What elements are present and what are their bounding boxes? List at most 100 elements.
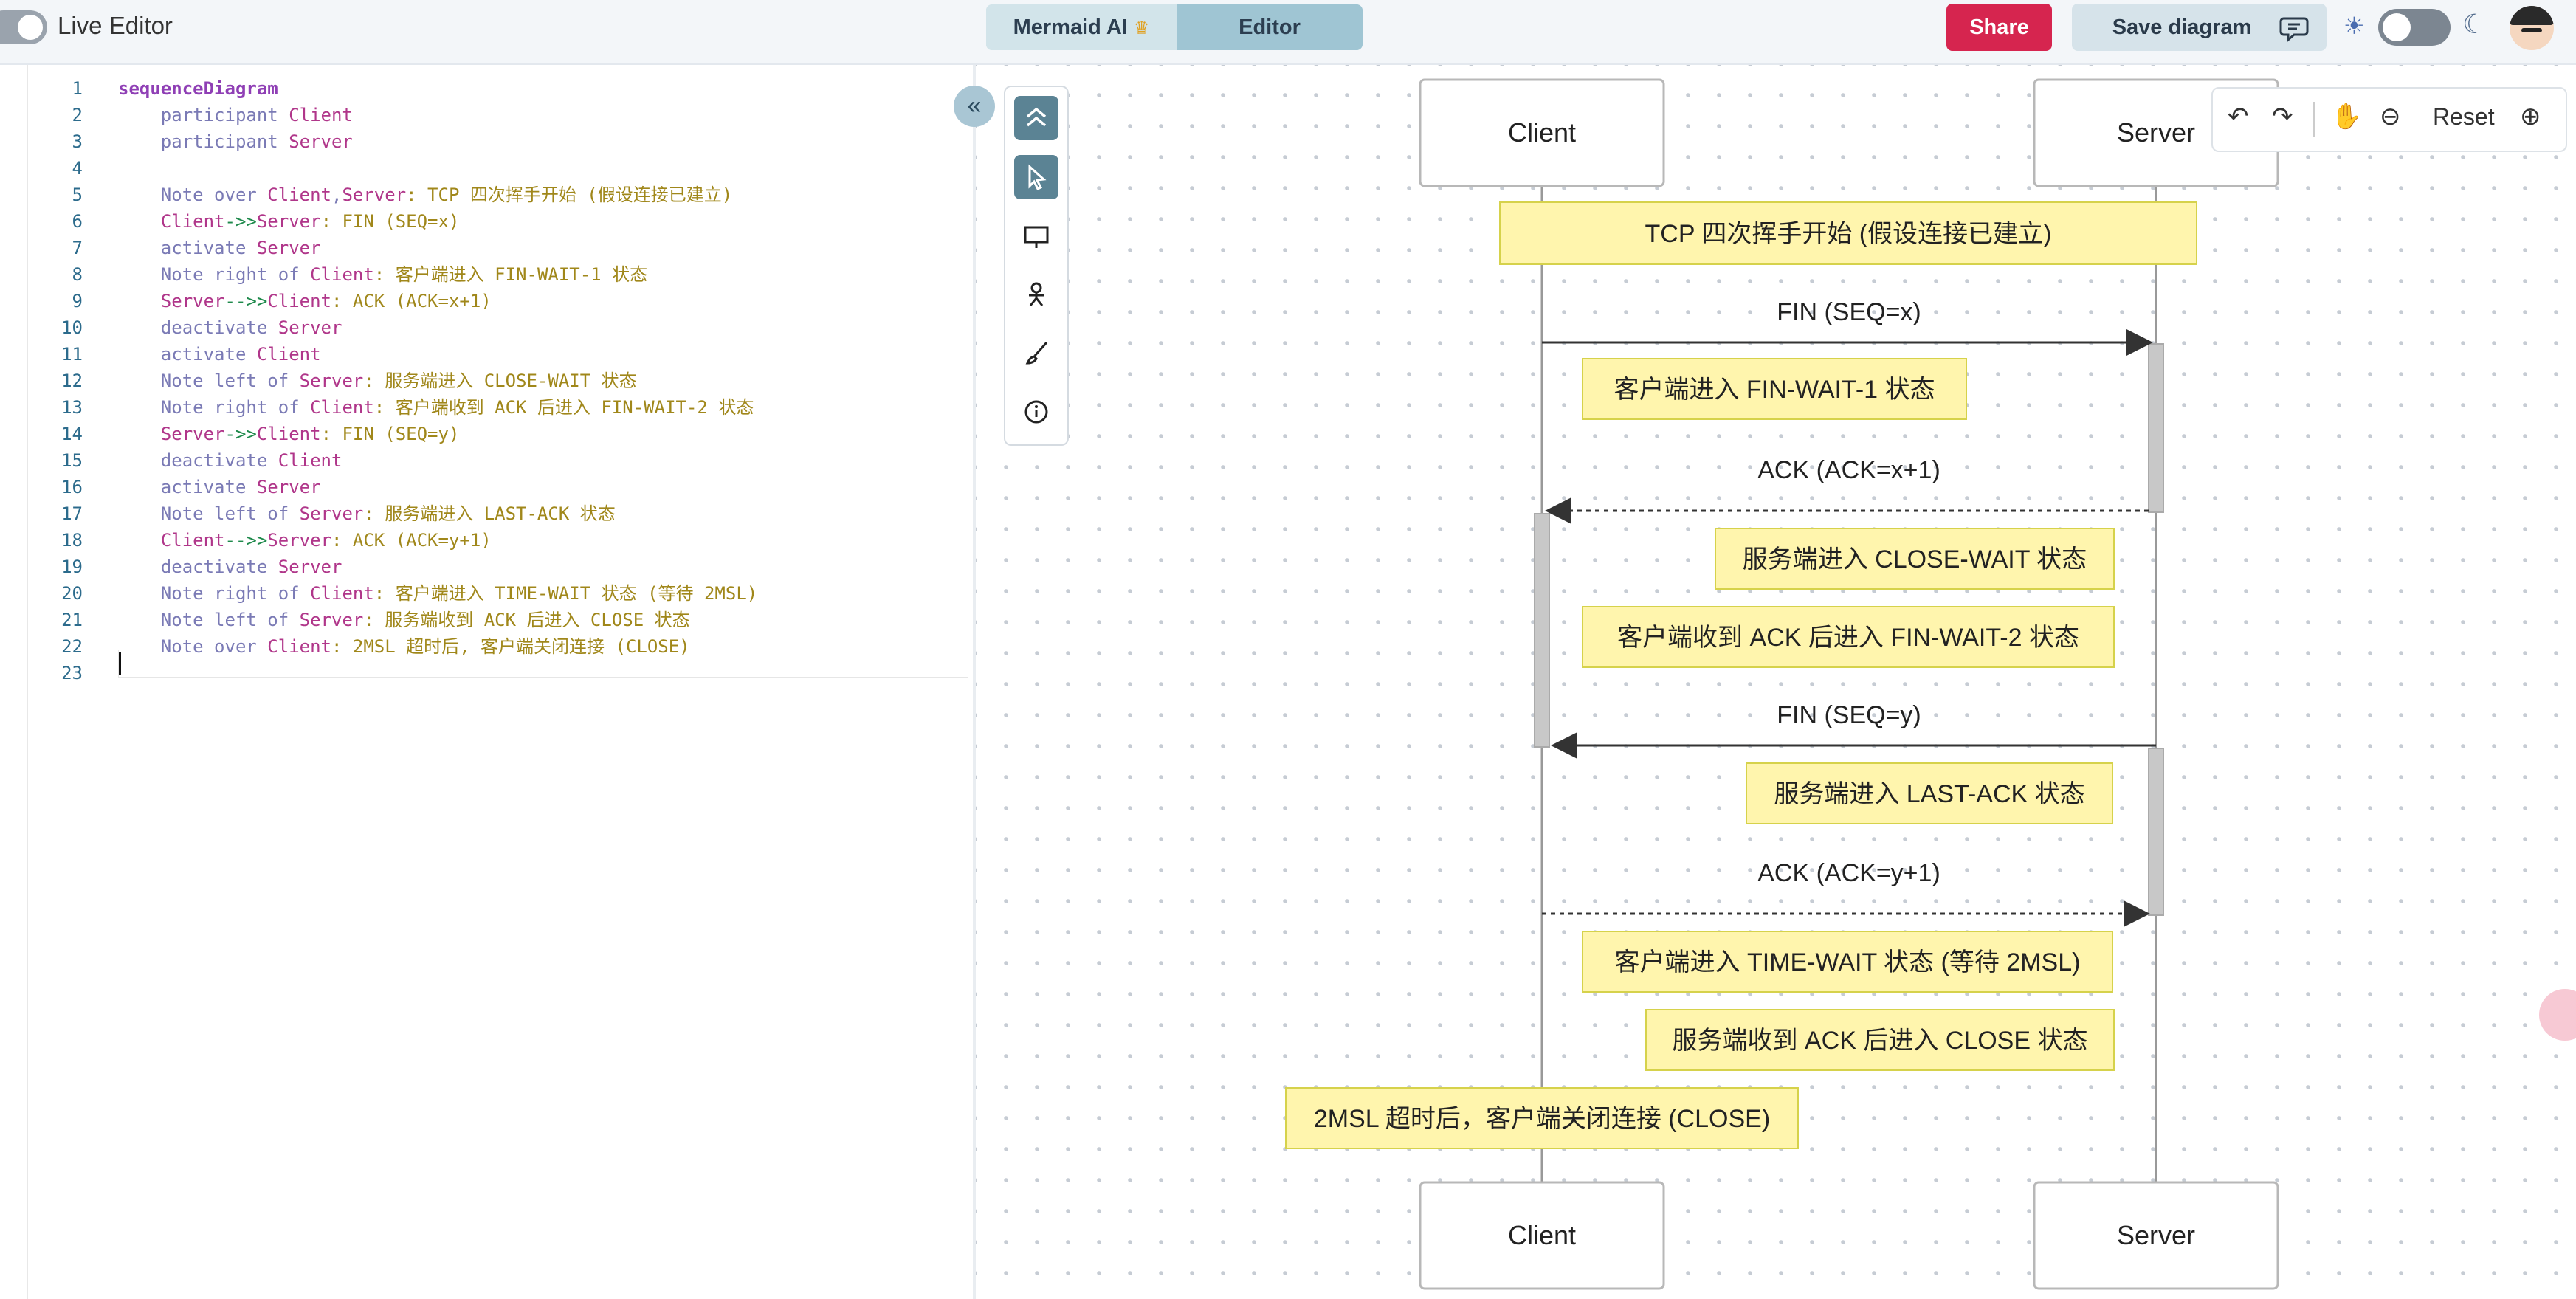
line-content: Client-->>Server: ACK (ACK=y+1) [118,527,492,554]
code-token: activate [118,477,257,497]
line-number: 8 [72,264,83,285]
code-token: ->> [224,424,257,444]
note-text: 2MSL 超时后，客户端关闭连接 (CLOSE) [1314,1105,1770,1133]
avatar-face [2521,28,2542,32]
code-token: : 服务端进入 LAST-ACK 状态 [363,503,616,524]
message-label: ACK (ACK=y+1) [1757,859,1940,887]
hand-pan-icon[interactable]: ✋ [2331,103,2363,131]
code-token: : 服务端进入 CLOSE-WAIT 状态 [363,371,637,391]
note-box [1582,358,1967,420]
note-box [1582,606,2115,668]
client-activation [1534,513,1550,748]
line-content: deactivate Server [118,314,342,341]
code-token: Client [289,105,353,125]
code-token: Client [310,583,374,604]
brush-tool[interactable] [1014,331,1058,375]
reset-zoom-button[interactable]: Reset [2433,103,2495,130]
tab-editor[interactable]: Editor [1177,4,1363,50]
note-text: 客户端进入 TIME-WAIT 状态 (等待 2MSL) [1615,948,2081,976]
code-token: ->> [224,211,257,232]
tab-mermaid-ai-label: Mermaid AI [1013,15,1128,39]
note-box [1582,931,2113,993]
code-token: Client [267,636,331,657]
code-token: Client [118,530,225,551]
view-controls-divider [2313,102,2315,137]
avatar[interactable] [2510,6,2554,50]
line-number: 15 [61,450,83,471]
collapse-editor-button[interactable]: « [954,86,995,127]
message-label: ACK (ACK=x+1) [1757,456,1940,484]
message-label: FIN (SEQ=y) [1777,701,1921,729]
line-number: 19 [61,557,83,577]
zoom-in-icon[interactable]: ⊕ [2520,103,2541,131]
server-activation-1 [2148,343,2164,513]
tab-mermaid-ai[interactable]: Mermaid AI♛ [986,4,1177,50]
text-cursor [119,652,121,675]
code-token: : FIN (SEQ=x) [320,211,460,232]
line-number: 12 [61,371,83,391]
presentation-tool[interactable] [1014,214,1058,258]
note-text: 服务端收到 ACK 后进入 CLOSE 状态 [1673,1027,2088,1055]
line-number: 11 [61,344,83,365]
line-content: Note right of Client: 客户端进入 TIME-WAIT 状态… [118,580,757,607]
participant-server-bottom [2033,1181,2279,1290]
theme-toggle[interactable] [2378,9,2451,46]
presentation-icon [1024,226,1049,248]
note-text: TCP 四次挥手开始 (假设连接已建立) [1645,220,2052,248]
code-token: : 客户端进入 TIME-WAIT 状态 (等待 2MSL) [373,583,758,604]
sidebar-toggle[interactable] [0,10,47,44]
top-bar: Live Editor Mermaid AI♛ Editor Share Sav… [0,0,2576,65]
line-content: participant Client [118,102,353,128]
line-content: Note right of Client: 客户端收到 ACK 后进入 FIN-… [118,394,754,421]
line-number: 3 [72,131,83,152]
code-token: Server [289,131,353,152]
chevron-up-icon [1026,107,1047,127]
floating-assistant-button[interactable] [2539,989,2576,1041]
line-number: 16 [61,477,83,497]
line-content: deactivate Server [118,554,342,580]
line-number: 10 [61,317,83,338]
code-token: deactivate [118,557,278,577]
brush-icon [1025,342,1048,365]
collapse-toolbar-button[interactable] [1014,96,1058,140]
person-icon [1029,282,1044,306]
code-token: : ACK (ACK=y+1) [331,530,492,551]
gutter-divider [27,65,28,1299]
code-token: participant [118,105,289,125]
select-tool[interactable] [1014,155,1058,199]
feedback-button[interactable] [2262,4,2327,51]
code-token: : TCP 四次挥手开始 (假设连接已建立) [406,185,733,205]
code-token: : 客户端收到 ACK 后进入 FIN-WAIT-2 状态 [373,397,754,418]
save-diagram-button[interactable]: Save diagram [2072,4,2292,51]
actor-tool[interactable] [1014,272,1058,316]
line-content: Note over Client: 2MSL 超时后, 客户端关闭连接 (CLO… [118,633,690,660]
zoom-out-icon[interactable]: ⊖ [2380,103,2401,131]
code-token: deactivate [118,450,278,471]
code-token: activate [118,344,257,365]
code-token: Server [278,317,342,338]
code-token: Server [256,477,321,497]
code-token: Server [118,291,225,311]
note-text: 客户端收到 ACK 后进入 FIN-WAIT-2 状态 [1617,624,2079,652]
canvas-toolbar [1004,86,1069,446]
code-token: Server [278,557,342,577]
undo-icon[interactable]: ↶ [2228,103,2249,131]
app-title: Live Editor [58,12,173,39]
participant-server-top-label: Server [2117,117,2195,148]
active-line-highlight [118,650,968,678]
share-button[interactable]: Share [1946,4,2052,51]
code-token: Server [267,530,331,551]
line-content: activate Client [118,341,321,368]
info-button[interactable] [1014,390,1058,434]
redo-icon[interactable]: ↷ [2272,103,2293,131]
panel-splitter[interactable] [973,65,976,1299]
code-token: Note left of [118,610,300,630]
note-box [1645,1009,2115,1071]
line-number: 13 [61,397,83,418]
line-number: 2 [72,105,83,125]
note-text: 客户端进入 FIN-WAIT-1 状态 [1614,376,1935,404]
code-token: Server [299,503,364,524]
line-number: 17 [61,503,83,524]
